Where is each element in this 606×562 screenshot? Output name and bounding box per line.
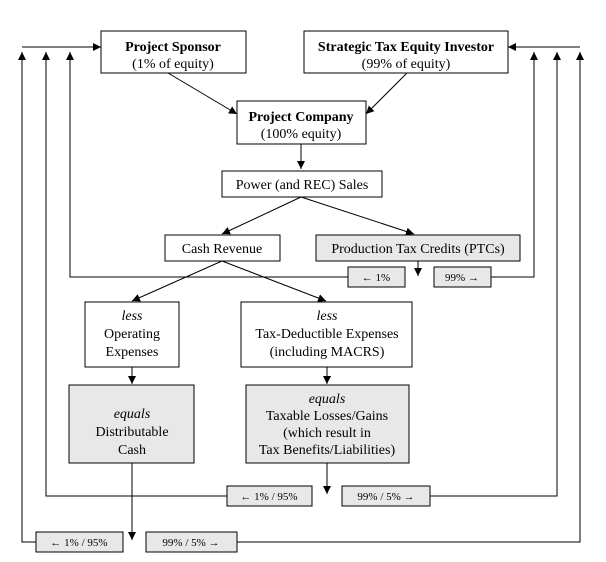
taxexp-box: less Tax-Deductible Expenses (including … (240, 301, 413, 368)
sponsor-title: Project Sponsor (125, 40, 221, 55)
distcash-line1: equals (114, 407, 151, 422)
taxable-line3: (which result in (283, 426, 371, 441)
company-box: Project Company (100% equity) (236, 100, 367, 145)
opex-box: less Operating Expenses (84, 301, 180, 368)
investor-box: Strategic Tax Equity Investor (99% of eq… (303, 30, 509, 74)
tax-split-left-box: ← 1% / 95% (226, 485, 313, 507)
taxable-box: equals Taxable Losses/Gains (which resul… (245, 384, 410, 464)
taxexp-line1: less (317, 309, 339, 324)
opex-line2: Operating (104, 327, 160, 342)
tax-split-right-box: 99% / 5% → (341, 485, 431, 507)
cash-split-left: ← 1% / 95% (50, 537, 107, 549)
tax-split-right: 99% / 5% → (357, 491, 414, 503)
ptc-split-left-box: ← 1% (347, 266, 406, 288)
taxable-line4: Tax Benefits/Liabilities) (259, 443, 396, 458)
arrow-revenue-to-taxexp (221, 260, 327, 302)
distcash-box: equals Distributable Cash (68, 384, 195, 464)
ptc-split-left: ← 1% (362, 272, 390, 284)
arrow-sales-to-ptc (300, 196, 415, 236)
ptc-box: Production Tax Credits (PTCs) (315, 234, 521, 262)
company-subtitle: (100% equity) (261, 127, 342, 142)
distcash-line3: Cash (118, 443, 146, 458)
sponsor-subtitle: (1% of equity) (132, 57, 214, 72)
ptc-split-right-box: 99% → (433, 266, 492, 288)
opex-line3: Expenses (106, 345, 159, 360)
tax-split-left: ← 1% / 95% (240, 491, 297, 503)
arrow-sponsor-to-company (167, 72, 238, 115)
sponsor-box: Project Sponsor (1% of equity) (100, 30, 247, 74)
loop-line-tax-right (430, 52, 561, 497)
loop-line-cash-right (237, 52, 584, 543)
investor-subtitle: (99% of equity) (362, 57, 451, 72)
company-title: Project Company (248, 110, 353, 125)
loop-line-ptc-left (66, 52, 348, 278)
distcash-line2: Distributable (95, 425, 168, 440)
ptc-split-right: 99% → (445, 272, 479, 284)
cash-split-right: 99% / 5% → (162, 537, 219, 549)
opex-line1: less (122, 309, 144, 324)
taxexp-line2: Tax-Deductible Expenses (255, 327, 398, 342)
arrow-investor-to-company (365, 72, 408, 115)
taxexp-line3: (including MACRS) (270, 345, 385, 360)
loop-line-cash-left (18, 52, 36, 543)
sales-box: Power (and REC) Sales (221, 170, 383, 198)
taxable-line1: equals (309, 392, 346, 407)
loop-line-ptc-right (491, 52, 538, 278)
ptc-label: Production Tax Credits (PTCs) (331, 242, 505, 257)
investor-title: Strategic Tax Equity Investor (318, 40, 494, 55)
cash-split-left-box: ← 1% / 95% (35, 531, 124, 553)
loop-line-tax-left (42, 52, 227, 497)
arrow-sales-to-revenue (221, 196, 302, 235)
cash-revenue-box: Cash Revenue (164, 234, 281, 262)
arrow-revenue-to-opex (131, 260, 223, 302)
taxable-line2: Taxable Losses/Gains (266, 409, 388, 424)
cash-revenue-label: Cash Revenue (182, 242, 262, 257)
sales-label: Power (and REC) Sales (236, 178, 369, 193)
cash-split-right-box: 99% / 5% → (145, 531, 238, 553)
